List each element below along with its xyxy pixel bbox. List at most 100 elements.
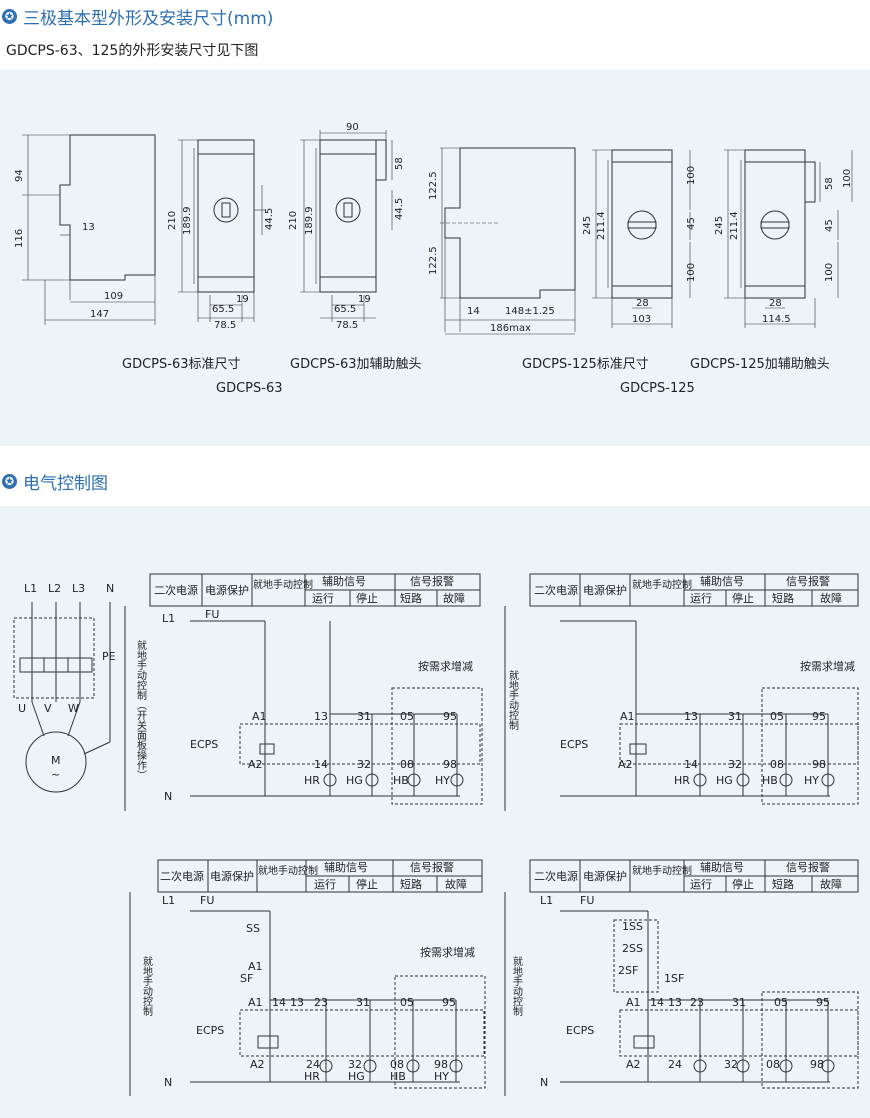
section2-title: 电气控制图 <box>23 474 108 494</box>
label-L3: L3 <box>72 582 85 595</box>
label-08: 08 <box>390 1058 404 1071</box>
dim-label: 211.4 <box>729 211 740 240</box>
label-31: 31 <box>357 710 371 723</box>
dim-label: 45 <box>686 217 697 230</box>
label-HB: HB <box>390 1070 406 1083</box>
dim-label: 14 <box>467 306 480 317</box>
dim-label: 210 <box>167 211 178 230</box>
label-95: 95 <box>443 710 457 723</box>
dim-label: 58 <box>394 157 405 170</box>
dim-label: 65.5 <box>212 304 234 315</box>
label-14: 14 <box>272 996 286 1009</box>
dim-label: 90 <box>346 122 359 133</box>
section1-title: 三极基本型外形及安装尺寸(mm) <box>23 9 274 29</box>
table-sub-short: 短路 <box>400 877 422 891</box>
table-sub-fault: 故障 <box>820 877 842 891</box>
label-PE: PE <box>102 650 116 663</box>
label-A2: A2 <box>618 758 633 771</box>
dim-label: 186max <box>490 323 531 334</box>
label-14: 14 <box>684 758 698 771</box>
dim-label: 189.9 <box>182 206 193 235</box>
control-circuit-diagrams: L1 L2 L3 N PE U V W M ~ <box>13 573 859 1096</box>
figure-captions: GDCPS-63标准尺寸 GDCPS-63加辅助触头 GDCPS-63 GDCP… <box>122 357 830 396</box>
table-header-protection: 电源保护 <box>583 869 627 883</box>
vertical-label-2: 就地手动控制 <box>141 955 153 1016</box>
label-N: N <box>540 1076 548 1089</box>
label-A1: A1 <box>248 996 263 1009</box>
label-32: 32 <box>728 758 742 771</box>
table-header-manual: 就地手动控制 <box>258 864 318 877</box>
circuit-panel: L1 L2 L3 N PE U V W M ~ <box>0 506 870 1118</box>
label-L1: L1 <box>24 582 37 595</box>
label-FU: FU <box>205 608 219 621</box>
label-14: 14 <box>314 758 328 771</box>
dim-label: 94 <box>14 169 25 182</box>
table-sub-stop: 停止 <box>732 877 754 891</box>
label-tilde: ~ <box>51 768 60 781</box>
label-08: 08 <box>766 1058 780 1071</box>
circuit-diagram-2: 二次电源 电源保护 就地手动控制 辅助信号 信号报警 运行 停止 短路 故障 A… <box>504 573 859 811</box>
label-A1: A1 <box>252 710 267 723</box>
label-A2: A2 <box>250 1058 265 1071</box>
note-adjust: 按需求增减 <box>420 945 475 959</box>
dimension-labels: 94 116 13 109 147 210 189.9 44.5 19 65.5… <box>14 122 853 334</box>
label-M: M <box>51 754 61 767</box>
table-header-aux: 辅助信号 <box>324 860 368 874</box>
table-header-protection: 电源保护 <box>583 583 627 597</box>
table-header-alarm: 信号报警 <box>410 574 454 588</box>
circuit-diagram-1: 二次电源 电源保护 就地手动控制 辅助信号 信号报警 运行 停止 短路 故障 L… <box>124 573 483 811</box>
label-ECPS: ECPS <box>196 1024 224 1037</box>
table-header-power: 二次电源 <box>160 869 204 883</box>
vertical-label-2: 就地手动控制 <box>511 955 523 1016</box>
dimensions-panel: 94 116 13 109 147 210 189.9 44.5 19 65.5… <box>0 70 870 446</box>
label-1SF: 1SF <box>664 972 684 985</box>
label-32: 32 <box>724 1058 738 1071</box>
table-sub-fault: 故障 <box>443 591 465 605</box>
table-header-alarm: 信号报警 <box>410 860 454 874</box>
label-FU: FU <box>580 894 594 907</box>
label-U: U <box>18 702 26 715</box>
label-HB: HB <box>762 774 778 787</box>
dimension-drawings: 94 116 13 109 147 210 189.9 44.5 19 65.5… <box>14 122 853 396</box>
label-HY: HY <box>434 1070 449 1083</box>
label-23: 23 <box>314 996 328 1009</box>
label-L1: L1 <box>162 612 175 625</box>
label-95: 95 <box>442 996 456 1009</box>
dim-label: 28 <box>636 298 649 309</box>
dim-label: 189.9 <box>304 206 315 235</box>
label-32: 32 <box>348 1058 362 1071</box>
label-05: 05 <box>400 710 414 723</box>
caption-125: GDCPS-125 <box>620 381 695 396</box>
table-sub-run: 运行 <box>690 592 712 605</box>
dim-label: 100 <box>686 263 697 282</box>
dim-label: 100 <box>842 169 853 188</box>
label-FU: FU <box>200 894 214 907</box>
label-ECPS: ECPS <box>566 1024 594 1037</box>
dim-label: 78.5 <box>336 320 358 331</box>
label-05: 05 <box>774 996 788 1009</box>
table-sub-short: 短路 <box>772 877 794 891</box>
vertical-label-1: 就地手动控制（开关面板操作） <box>135 639 147 780</box>
label-98: 98 <box>434 1058 448 1071</box>
note-adjust: 按需求增减 <box>418 659 473 673</box>
label-08: 08 <box>770 758 784 771</box>
table-sub-stop: 停止 <box>732 591 754 605</box>
dim-label: 19 <box>236 294 249 305</box>
table-header-manual: 就地手动控制 <box>253 578 313 591</box>
label-32: 32 <box>357 758 371 771</box>
table-header-protection: 电源保护 <box>205 583 249 597</box>
dim-label: 148±1.25 <box>505 306 555 317</box>
dim-label: 211.4 <box>596 211 607 240</box>
dim-label: 65.5 <box>334 304 356 315</box>
label-98: 98 <box>812 758 826 771</box>
label-N: N <box>164 1076 172 1089</box>
table-header-aux: 辅助信号 <box>700 574 744 588</box>
table-sub-run: 运行 <box>690 878 712 891</box>
table-sub-fault: 故障 <box>445 877 467 891</box>
dim-label: 100 <box>824 263 835 282</box>
label-HR: HR <box>674 774 690 787</box>
label-14: 14 <box>650 996 664 1009</box>
label-31: 31 <box>732 996 746 1009</box>
caption-63: GDCPS-63 <box>216 381 283 396</box>
table-sub-fault: 故障 <box>820 591 842 605</box>
